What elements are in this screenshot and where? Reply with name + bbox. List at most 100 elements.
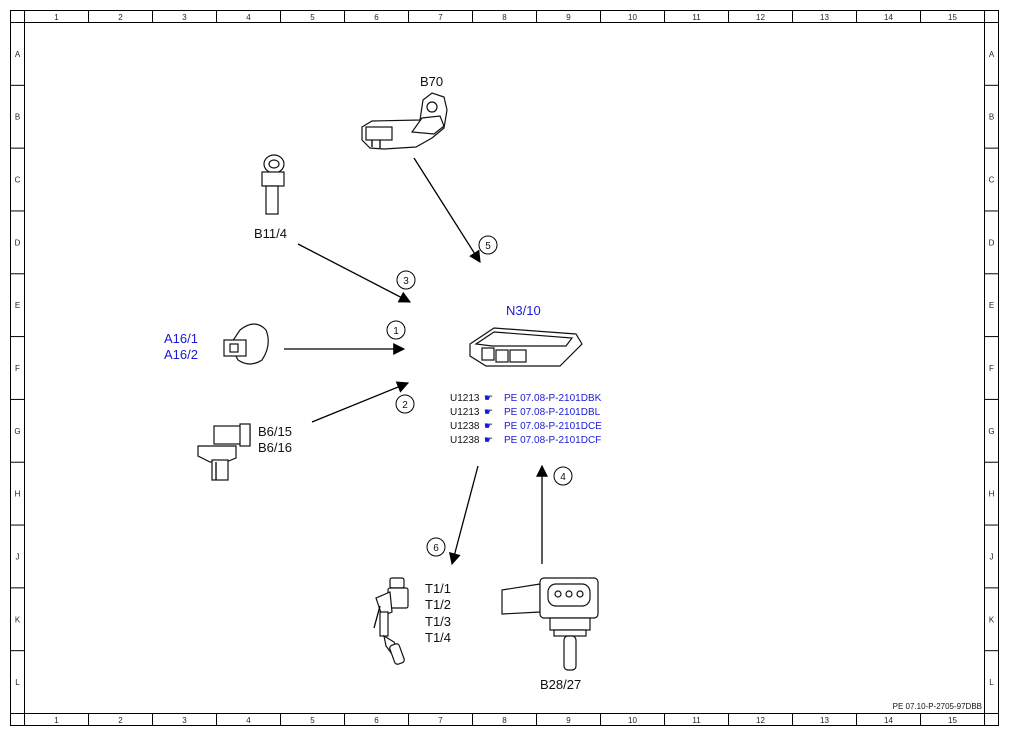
grid-column-label: 14 xyxy=(884,716,893,725)
grid-column-label: 13 xyxy=(820,716,829,725)
reference-code: U1238 xyxy=(450,421,480,432)
reference-row[interactable]: U1213 ☛ PE 07.08-P-2101DBK xyxy=(450,393,602,404)
grid-row-label: B xyxy=(989,113,994,122)
grid-column-label: 12 xyxy=(756,716,765,725)
reference-link[interactable]: PE 07.08-P-2101DBL xyxy=(504,407,601,418)
grid-row-label: A xyxy=(15,50,21,59)
label-t1-3: T1/3 xyxy=(425,614,451,629)
step-marker: 5 xyxy=(478,235,498,255)
reference-row[interactable]: U1213 ☛ PE 07.08-P-2101DBL xyxy=(450,407,601,418)
label-t1-4: T1/4 xyxy=(425,630,451,645)
label-b28-27: B28/27 xyxy=(540,677,581,692)
grid-column-label: 4 xyxy=(246,716,251,725)
arrow-2 xyxy=(311,381,410,423)
sensor-b70 xyxy=(361,92,448,150)
drawing-frame: 1122334455667788991010111112121313141415… xyxy=(10,10,999,726)
arrow-5 xyxy=(413,157,481,264)
step-number: 1 xyxy=(393,326,399,337)
step-marker: 6 xyxy=(426,537,446,557)
reference-code: U1238 xyxy=(450,435,480,446)
grid-column-label: 7 xyxy=(438,13,443,22)
label-a16-2: A16/2 xyxy=(164,347,198,362)
grid-row-label: C xyxy=(989,176,995,185)
label-b6-16: B6/16 xyxy=(258,440,292,455)
step-number: 2 xyxy=(402,400,408,411)
grid-row-label: J xyxy=(990,552,994,561)
grid-row-label: J xyxy=(16,552,20,561)
step-marker: 2 xyxy=(395,394,415,414)
grid-row-label: C xyxy=(15,176,21,185)
grid-row-label: F xyxy=(989,364,994,373)
document-number: PE 07.10-P-2705-97DBB xyxy=(893,702,982,711)
grid-column-label: 6 xyxy=(374,716,379,725)
label-n3-10: N3/10 xyxy=(506,303,541,318)
reference-code: U1213 xyxy=(450,407,480,418)
grid-column-label: 15 xyxy=(948,716,957,725)
label-b11-4: B11/4 xyxy=(254,226,287,241)
hand-pointer-icon: ☛ xyxy=(484,393,493,404)
grid-column-label: 6 xyxy=(374,13,379,22)
step-marker: 4 xyxy=(553,466,573,486)
grid-row-label: F xyxy=(15,364,20,373)
grid-row-label: B xyxy=(15,113,20,122)
reference-link[interactable]: PE 07.08-P-2101DCF xyxy=(504,435,601,446)
grid-row-label: G xyxy=(988,427,994,436)
label-a16-1: A16/1 xyxy=(164,331,198,346)
label-b70: B70 xyxy=(420,74,443,89)
grid-column-label: 1 xyxy=(54,716,59,725)
grid-column-label: 11 xyxy=(692,13,701,22)
arrow-3 xyxy=(297,243,412,303)
grid-row-label: G xyxy=(14,427,20,436)
grid-row-label: E xyxy=(989,301,994,310)
label-b6-15: B6/15 xyxy=(258,424,292,439)
reference-link[interactable]: PE 07.08-P-2101DCE xyxy=(504,421,602,432)
grid-row-label: K xyxy=(15,615,21,624)
grid-row-label: H xyxy=(15,490,21,499)
sensor-b6 xyxy=(197,423,251,481)
signal-arrows xyxy=(284,157,548,566)
step-marker: 3 xyxy=(396,270,416,290)
grid-row-label: L xyxy=(15,678,20,687)
arrow-6 xyxy=(448,465,479,566)
hand-pointer-icon: ☛ xyxy=(484,407,493,418)
grid-row-label: H xyxy=(989,490,995,499)
reference-link[interactable]: PE 07.08-P-2101DBK xyxy=(504,393,602,404)
grid-row-label: E xyxy=(15,301,20,310)
grid-column-label: 3 xyxy=(182,13,187,22)
ignition-coil-t1 xyxy=(373,577,409,665)
step-number: 5 xyxy=(485,241,491,252)
sensor-b11-4 xyxy=(261,154,285,215)
step-markers: 1 2 3 4 5 6 xyxy=(386,235,573,557)
grid-column-label: 14 xyxy=(884,13,893,22)
grid-column-label: 3 xyxy=(182,716,187,725)
grid-column-label: 8 xyxy=(502,716,507,725)
grid-row-label: A xyxy=(989,50,995,59)
reference-list: U1213 ☛ PE 07.08-P-2101DBK U1213 ☛ PE 07… xyxy=(450,393,602,446)
grid-row-label: K xyxy=(989,615,995,624)
grid-row-label: D xyxy=(15,238,21,247)
sensor-b28-27 xyxy=(501,577,599,671)
step-number: 4 xyxy=(560,472,566,483)
label-t1-2: T1/2 xyxy=(425,597,451,612)
reference-row[interactable]: U1238 ☛ PE 07.08-P-2101DCE xyxy=(450,421,602,432)
grid-column-label: 5 xyxy=(310,716,315,725)
step-marker: 1 xyxy=(386,320,406,340)
grid-column-label: 7 xyxy=(438,716,443,725)
grid-column-label: 5 xyxy=(310,13,315,22)
control-unit-n3-10 xyxy=(469,327,583,367)
grid-column-label: 10 xyxy=(628,716,637,725)
grid-column-label: 4 xyxy=(246,13,251,22)
grid-column-label: 9 xyxy=(566,13,571,22)
sensor-a16 xyxy=(223,323,269,365)
grid-column-label: 13 xyxy=(820,13,829,22)
grid-column-label: 1 xyxy=(54,13,59,22)
grid-column-label: 11 xyxy=(692,716,701,725)
grid-column-label: 8 xyxy=(502,13,507,22)
reference-row[interactable]: U1238 ☛ PE 07.08-P-2101DCF xyxy=(450,435,601,446)
step-number: 3 xyxy=(403,276,409,287)
grid-row-label: D xyxy=(989,238,995,247)
grid-row-label: L xyxy=(989,678,994,687)
grid-column-label: 15 xyxy=(948,13,957,22)
hand-pointer-icon: ☛ xyxy=(484,421,493,432)
